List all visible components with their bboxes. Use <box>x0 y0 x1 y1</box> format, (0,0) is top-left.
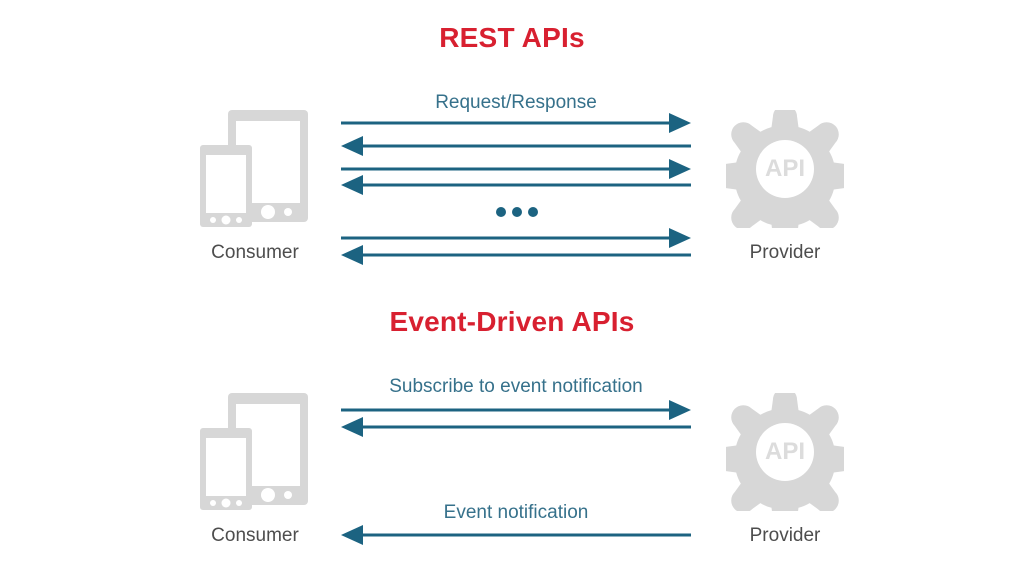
arrow-event-driven-0-right <box>341 400 691 420</box>
ellipsis-dot <box>512 207 522 217</box>
flow-label-event-notification: Event notification <box>443 502 589 523</box>
flow-label-subscribe: Subscribe to event notification <box>389 376 643 397</box>
arrow-event-driven-2-left <box>341 525 691 545</box>
gear-api-badge-text: API <box>765 438 805 465</box>
actor-label-provider-rest: Provider <box>749 242 821 263</box>
arrow-event-driven-1-left <box>341 417 691 437</box>
arrow-rest-1-left <box>341 136 691 156</box>
gear-api-icon: API <box>713 387 857 531</box>
arrow-rest-0-right <box>341 113 691 133</box>
section-title-rest: REST APIs <box>439 22 585 53</box>
arrow-rest-4-right <box>341 228 691 248</box>
section-title-event-driven: Event-Driven APIs <box>389 306 635 337</box>
arrow-rest-3-left <box>341 175 691 195</box>
gear-api-badge-text: API <box>765 155 805 182</box>
actor-label-consumer-event: Consumer <box>211 525 299 546</box>
arrow-rest-2-right <box>341 159 691 179</box>
ellipsis-dots <box>496 205 538 219</box>
devices-icon <box>199 108 311 230</box>
devices-icon <box>199 391 311 513</box>
arrow-rest-5-left <box>341 245 691 265</box>
ellipsis-dot <box>496 207 506 217</box>
gear-api-icon: API <box>713 104 857 248</box>
actor-label-consumer-rest: Consumer <box>211 242 299 263</box>
actor-label-provider-event: Provider <box>749 525 821 546</box>
ellipsis-dot <box>528 207 538 217</box>
flow-label-request-response: Request/Response <box>435 92 597 113</box>
